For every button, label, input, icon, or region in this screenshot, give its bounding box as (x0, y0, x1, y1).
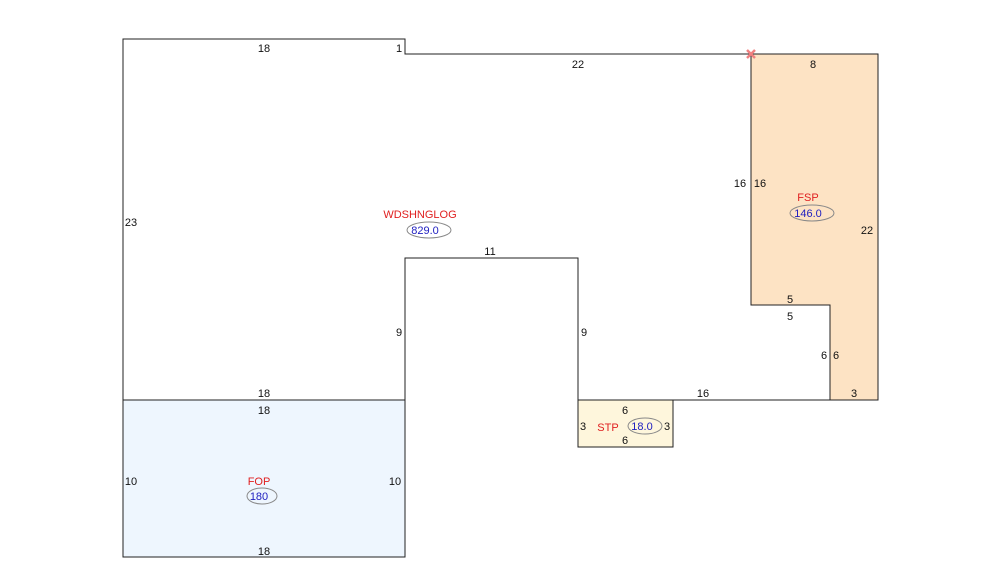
start-point-marker-icon (746, 49, 756, 59)
dim-label: 10 (125, 476, 137, 488)
dim-label: 6 (821, 350, 827, 362)
fsp-area-value: 146.0 (794, 208, 822, 220)
fop-area-polygon[interactable] (122, 399, 406, 558)
dim-label: 5 (787, 311, 793, 323)
dim-label: 9 (396, 327, 402, 339)
dim-label: 22 (861, 225, 873, 237)
fsp-area-polygon[interactable] (750, 53, 879, 401)
dim-label: 3 (664, 421, 670, 433)
stp-area-name: STP (597, 422, 618, 434)
fop-area-value: 180 (250, 491, 268, 503)
dim-label: 3 (580, 421, 586, 433)
fop-area-value-ellipse (246, 487, 278, 505)
dim-label: 6 (622, 435, 628, 447)
main-area-polygon[interactable] (122, 38, 831, 401)
main-area-value: 829.0 (411, 225, 439, 237)
main-area-value-ellipse (406, 221, 452, 239)
stp-area-polygon[interactable] (577, 399, 674, 448)
dim-label: 18 (258, 405, 270, 417)
dim-label: 10 (389, 476, 401, 488)
dim-label: 22 (572, 59, 584, 71)
fsp-area-name: FSP (797, 192, 818, 204)
dim-label: 3 (851, 388, 857, 400)
dim-label: 6 (833, 350, 839, 362)
fsp-area-value-ellipse (789, 204, 835, 222)
dim-label: 18 (258, 546, 270, 558)
dim-label: 23 (125, 217, 137, 229)
dim-label: 11 (484, 246, 495, 258)
fop-area-name: FOP (248, 476, 271, 488)
dim-label: 8 (810, 59, 816, 71)
dim-label: 16 (754, 178, 766, 190)
dim-label: 9 (581, 327, 587, 339)
main-area-name: WDSHNGLOG (383, 209, 456, 221)
dim-label: 5 (787, 294, 793, 306)
dim-label: 16 (697, 388, 709, 400)
dim-label: 18 (258, 388, 270, 400)
dim-label: 16 (734, 178, 746, 190)
dim-label: 18 (258, 43, 270, 55)
stp-area-value: 18.0 (631, 421, 652, 433)
dim-label: 1 (396, 43, 402, 55)
stp-area-value-ellipse (627, 417, 663, 435)
dim-label: 6 (622, 405, 628, 417)
